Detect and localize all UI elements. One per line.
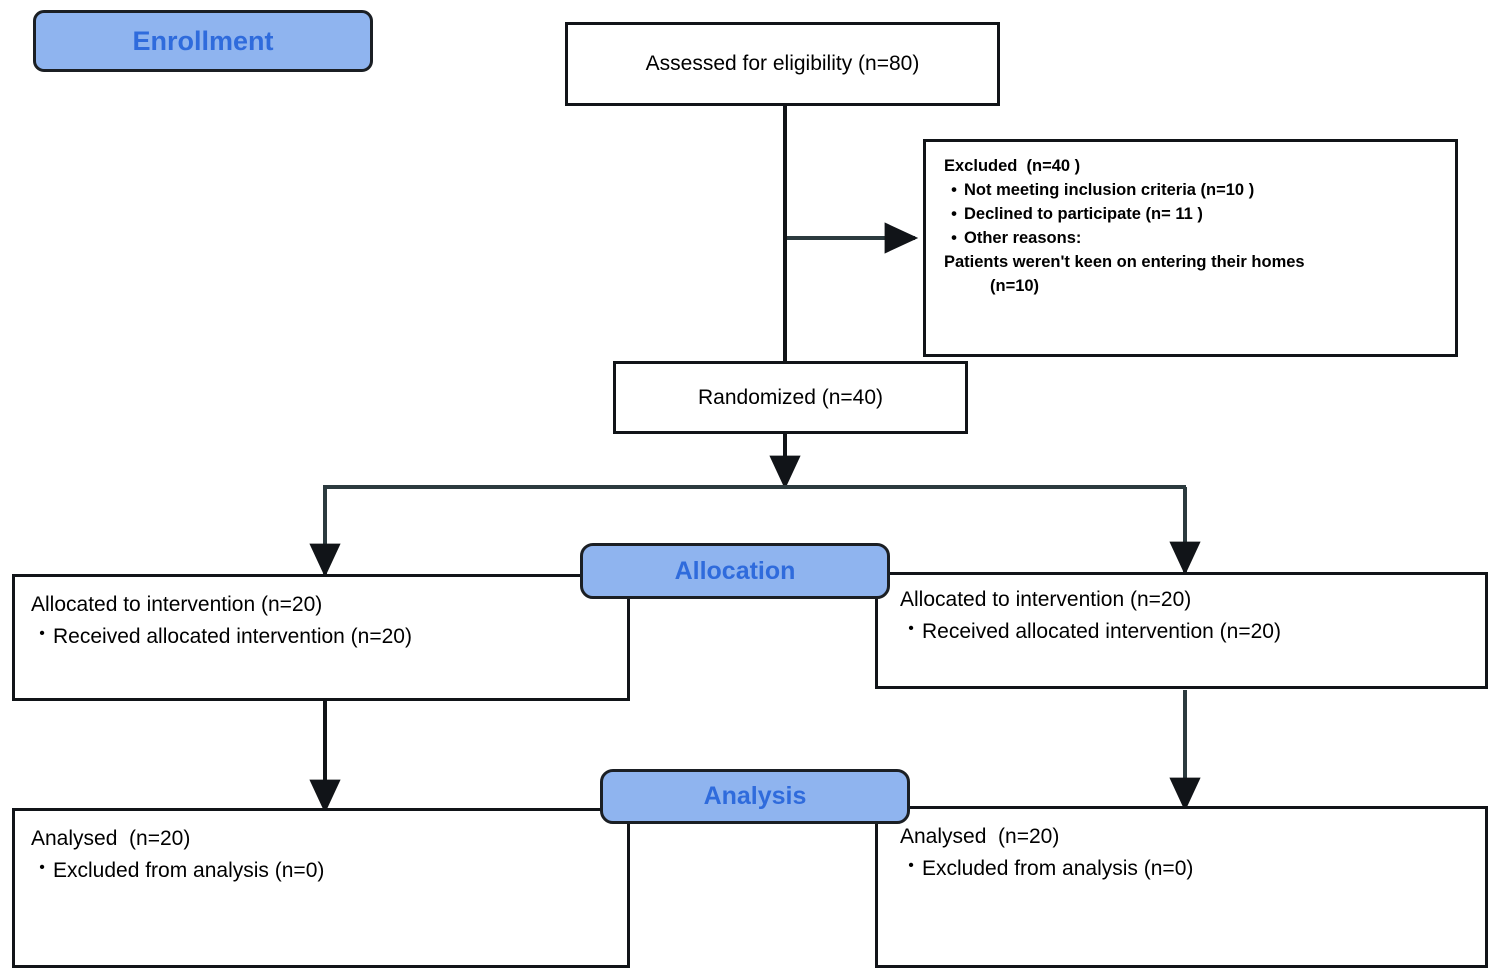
- node-excluded-item-1-label: Declined to participate (n= 11 ): [964, 205, 1203, 224]
- bullet-icon: •: [951, 205, 957, 224]
- node-allocated-right-item-0: • Received allocated intervention (n=20): [900, 618, 1485, 646]
- bullet-icon: •: [908, 856, 914, 874]
- node-randomized-label: Randomized (n=40): [697, 385, 884, 409]
- node-analysed-left-heading: Analysed (n=20): [31, 827, 191, 850]
- node-excluded-item-0-label: Not meeting inclusion criteria (n=10 ): [964, 181, 1255, 200]
- node-analysed-right[interactable]: Analysed (n=20) • Excluded from analysis…: [875, 806, 1488, 968]
- bullet-icon: •: [39, 624, 45, 642]
- stage-badge-enrollment-label: Enrollment: [132, 25, 274, 56]
- node-randomized[interactable]: Randomized (n=40): [613, 361, 968, 434]
- node-allocated-left-heading: Allocated to intervention (n=20): [31, 593, 323, 616]
- stage-badge-enrollment[interactable]: Enrollment: [33, 10, 373, 72]
- stage-badge-analysis[interactable]: Analysis: [600, 769, 910, 824]
- bullet-icon: •: [908, 619, 914, 637]
- node-analysed-left-item-0-label: Excluded from analysis (n=0): [53, 858, 325, 882]
- node-allocated-left-item-0-label: Received allocated intervention (n=20): [53, 624, 412, 648]
- stage-badge-analysis-label: Analysis: [703, 782, 807, 810]
- bullet-icon: •: [39, 858, 45, 876]
- node-allocated-right-item-0-label: Received allocated intervention (n=20): [922, 619, 1281, 643]
- node-excluded[interactable]: Excluded (n=40 ) • Not meeting inclusion…: [923, 139, 1458, 357]
- node-allocated-right-heading: Allocated to intervention (n=20): [900, 588, 1192, 611]
- node-allocated-left[interactable]: Allocated to intervention (n=20) • Recei…: [12, 574, 630, 701]
- node-allocated-right[interactable]: Allocated to intervention (n=20) • Recei…: [875, 572, 1488, 689]
- stage-badge-allocation[interactable]: Allocation: [580, 543, 890, 599]
- node-analysed-right-item-0: • Excluded from analysis (n=0): [900, 855, 1485, 883]
- node-analysed-right-heading: Analysed (n=20): [900, 825, 1060, 848]
- node-analysed-left-item-0: • Excluded from analysis (n=0): [31, 857, 627, 885]
- node-analysed-right-item-0-label: Excluded from analysis (n=0): [922, 856, 1194, 880]
- node-analysed-left[interactable]: Analysed (n=20) • Excluded from analysis…: [12, 808, 630, 968]
- stage-badge-allocation-label: Allocation: [674, 556, 796, 585]
- node-excluded-item-2-label: Other reasons:: [964, 229, 1082, 248]
- node-excluded-heading: Excluded (n=40 ): [944, 157, 1081, 175]
- node-assessed-label: Assessed for eligibility (n=80): [645, 52, 920, 76]
- node-allocated-left-item-0: • Received allocated intervention (n=20): [31, 623, 627, 651]
- node-excluded-note-count: (n=10): [990, 277, 1040, 296]
- node-excluded-item-2: • Other reasons:: [944, 226, 1455, 250]
- bullet-icon: •: [951, 229, 957, 248]
- node-excluded-item-0: • Not meeting inclusion criteria (n=10 ): [944, 178, 1455, 202]
- bullet-icon: •: [951, 181, 957, 200]
- node-excluded-item-1: • Declined to participate (n= 11 ): [944, 202, 1455, 226]
- node-excluded-note: Patients weren't keen on entering their …: [944, 253, 1305, 272]
- node-assessed-for-eligibility[interactable]: Assessed for eligibility (n=80): [565, 22, 1000, 106]
